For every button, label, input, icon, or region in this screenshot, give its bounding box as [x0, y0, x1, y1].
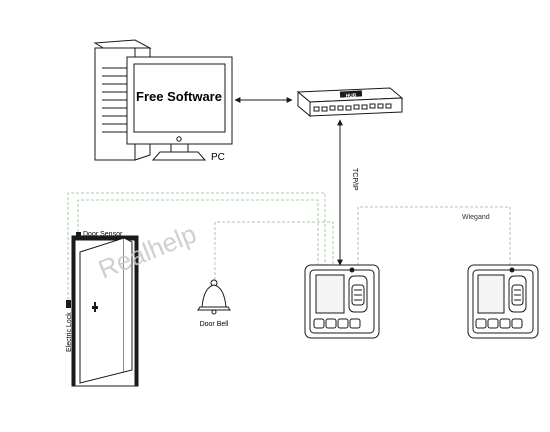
electric-lock: [66, 300, 71, 308]
wiegand-label: Wiegand: [462, 214, 490, 221]
pc-screen-text: Free Software: [136, 89, 222, 104]
door: [71, 235, 139, 387]
access-device-1: [304, 264, 380, 339]
network-hub: [296, 87, 404, 118]
pc-monitor: [126, 56, 233, 161]
fingerprint-sensor: [508, 267, 527, 313]
door-bell-label: Door Bell: [200, 321, 229, 328]
fingerprint-sensor: [348, 267, 368, 313]
electric-lock-label: Electric Lock: [66, 312, 73, 352]
door-sensor: [76, 232, 81, 239]
pc-label: PC: [211, 152, 225, 163]
hub-label: HUB: [345, 93, 357, 100]
dashed-wiring: [67, 192, 511, 300]
tcpip-label: TCP/IP: [351, 168, 358, 191]
door-bell: [197, 279, 231, 315]
access-device-2: [467, 264, 539, 339]
watermark: Realhelp: [94, 218, 200, 284]
keypad-buttons: [475, 318, 523, 329]
keypad-buttons: [313, 318, 361, 329]
door-sensor-label: Door Sensor: [83, 231, 123, 238]
pc-computer: [93, 39, 233, 161]
